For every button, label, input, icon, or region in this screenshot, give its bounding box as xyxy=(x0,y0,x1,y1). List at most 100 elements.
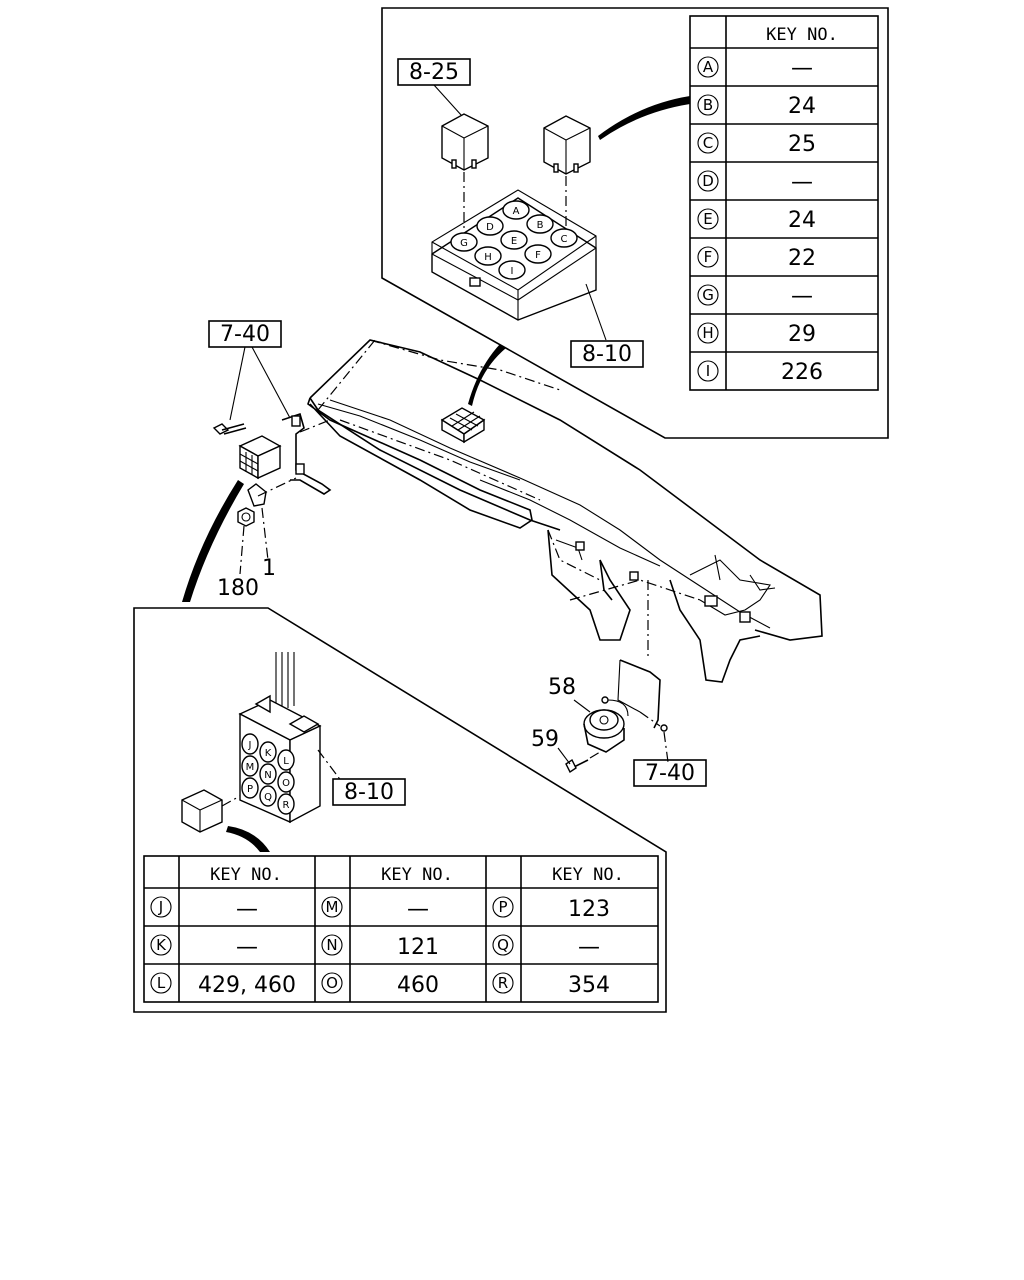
slot-e-letter: E xyxy=(511,236,517,247)
key-k-circle-letter: K xyxy=(156,936,167,954)
slot-c-letter: C xyxy=(561,234,568,245)
slot-b-letter: B xyxy=(537,220,544,231)
key-k-value: — xyxy=(236,935,258,960)
key-q-circle: Q xyxy=(492,934,514,956)
bottom-table-header-2: KEY NO. xyxy=(381,865,453,885)
slot-f: F xyxy=(524,244,552,264)
key-i-circle: I xyxy=(697,360,719,382)
key-r-circle: R xyxy=(492,972,514,994)
slot-g-letter: G xyxy=(460,238,468,249)
key-a-value: — xyxy=(791,56,813,81)
slot-h: H xyxy=(474,246,502,266)
part-1-label: 1 xyxy=(262,556,276,581)
slot-a-letter: A xyxy=(513,206,520,217)
slot-e: E xyxy=(500,230,528,250)
key-l-circle-letter: L xyxy=(157,974,166,992)
key-k-circle: K xyxy=(150,934,172,956)
slot-k: K xyxy=(259,741,277,763)
key-c-circle: C xyxy=(697,132,719,154)
relay-pointer xyxy=(598,96,690,140)
key-r-value: 354 xyxy=(568,973,610,998)
fuse-box-ref-label-bottom: 8-10 xyxy=(344,780,394,805)
bottom-table-header-1: KEY NO. xyxy=(210,865,282,885)
slot-d: D xyxy=(476,216,504,236)
key-f-value: 22 xyxy=(788,246,816,271)
key-b-circle: B xyxy=(697,94,719,116)
horn-bracket-ref-label: 7-40 xyxy=(645,761,695,786)
slot-j-letter: J xyxy=(248,740,252,751)
key-p-circle: P xyxy=(492,896,514,918)
horn-assembly: 58 59 7-40 xyxy=(531,580,707,787)
key-l-value: 429, 460 xyxy=(198,973,296,998)
key-d-value: — xyxy=(791,170,813,195)
slot-k-letter: K xyxy=(265,748,272,759)
fuse-box-callout-top: 8-10 xyxy=(570,283,644,368)
key-f-circle-letter: F xyxy=(704,248,713,266)
key-b-circle-letter: B xyxy=(703,96,713,114)
key-m-value: — xyxy=(407,897,429,922)
key-d-circle: D xyxy=(697,170,719,192)
part-180-label: 180 xyxy=(217,576,259,601)
key-n-circle-letter: N xyxy=(326,936,337,954)
key-j-value: — xyxy=(236,897,258,922)
part-58-label: 58 xyxy=(548,675,576,700)
key-b-value: 24 xyxy=(788,94,816,119)
relay-bottom xyxy=(181,789,270,852)
relay-box-top: A B C D E F G H I xyxy=(431,189,597,321)
key-e-circle-letter: E xyxy=(703,210,712,228)
key-n-value: 121 xyxy=(397,935,439,960)
slot-b: B xyxy=(526,214,554,234)
slot-c: C xyxy=(550,228,578,248)
key-n-circle: N xyxy=(321,934,343,956)
key-f-circle: F xyxy=(697,246,719,268)
slot-i-letter: I xyxy=(511,266,514,277)
slot-d-letter: D xyxy=(486,222,494,233)
slot-f-letter: F xyxy=(535,250,541,261)
key-m-circle-letter: M xyxy=(326,898,339,916)
slot-o: O xyxy=(277,771,295,793)
instrument-panel-reinforcement xyxy=(299,339,823,683)
key-a-circle: A xyxy=(697,56,719,78)
slot-o-letter: O xyxy=(282,778,290,789)
key-q-circle-letter: Q xyxy=(497,936,509,954)
relay-callout: 8-25 xyxy=(397,58,471,117)
slot-r: R xyxy=(277,793,295,815)
key-q-value: — xyxy=(578,935,600,960)
bottom-table-header-3: KEY NO. xyxy=(552,865,624,885)
top-detail-frame xyxy=(381,7,889,439)
left-bracket-ref-label: 7-40 xyxy=(220,322,270,347)
key-m-circle: M xyxy=(321,896,343,918)
key-a-circle-letter: A xyxy=(703,58,714,76)
key-c-value: 25 xyxy=(788,132,816,157)
key-j-circle: J xyxy=(150,896,172,918)
key-o-value: 460 xyxy=(397,973,439,998)
part-59-label: 59 xyxy=(531,727,559,752)
slot-g: G xyxy=(450,232,478,252)
key-j-circle-letter: J xyxy=(158,898,163,916)
key-r-circle-letter: R xyxy=(498,974,508,992)
key-o-circle-letter: O xyxy=(326,974,338,992)
slot-a: A xyxy=(502,200,530,220)
relay-right xyxy=(543,115,591,232)
slot-m-letter: M xyxy=(246,762,255,773)
key-i-circle-letter: I xyxy=(706,362,710,380)
relay-left xyxy=(441,113,489,228)
key-g-value: — xyxy=(791,284,813,309)
key-p-value: 123 xyxy=(568,897,610,922)
key-e-value: 24 xyxy=(788,208,816,233)
key-d-circle-letter: D xyxy=(702,172,714,190)
slot-h-letter: H xyxy=(484,252,492,263)
key-g-circle: G xyxy=(697,284,719,306)
key-h-value: 29 xyxy=(788,322,816,347)
slot-r-letter: R xyxy=(283,800,290,811)
slot-p-letter: P xyxy=(247,784,253,795)
slot-n-letter: N xyxy=(264,770,271,781)
key-h-circle-letter: H xyxy=(702,324,713,342)
key-e-circle: E xyxy=(697,208,719,230)
bottom-detail-frame xyxy=(133,607,667,1013)
slot-i: I xyxy=(498,260,526,280)
key-g-circle-letter: G xyxy=(702,286,714,304)
